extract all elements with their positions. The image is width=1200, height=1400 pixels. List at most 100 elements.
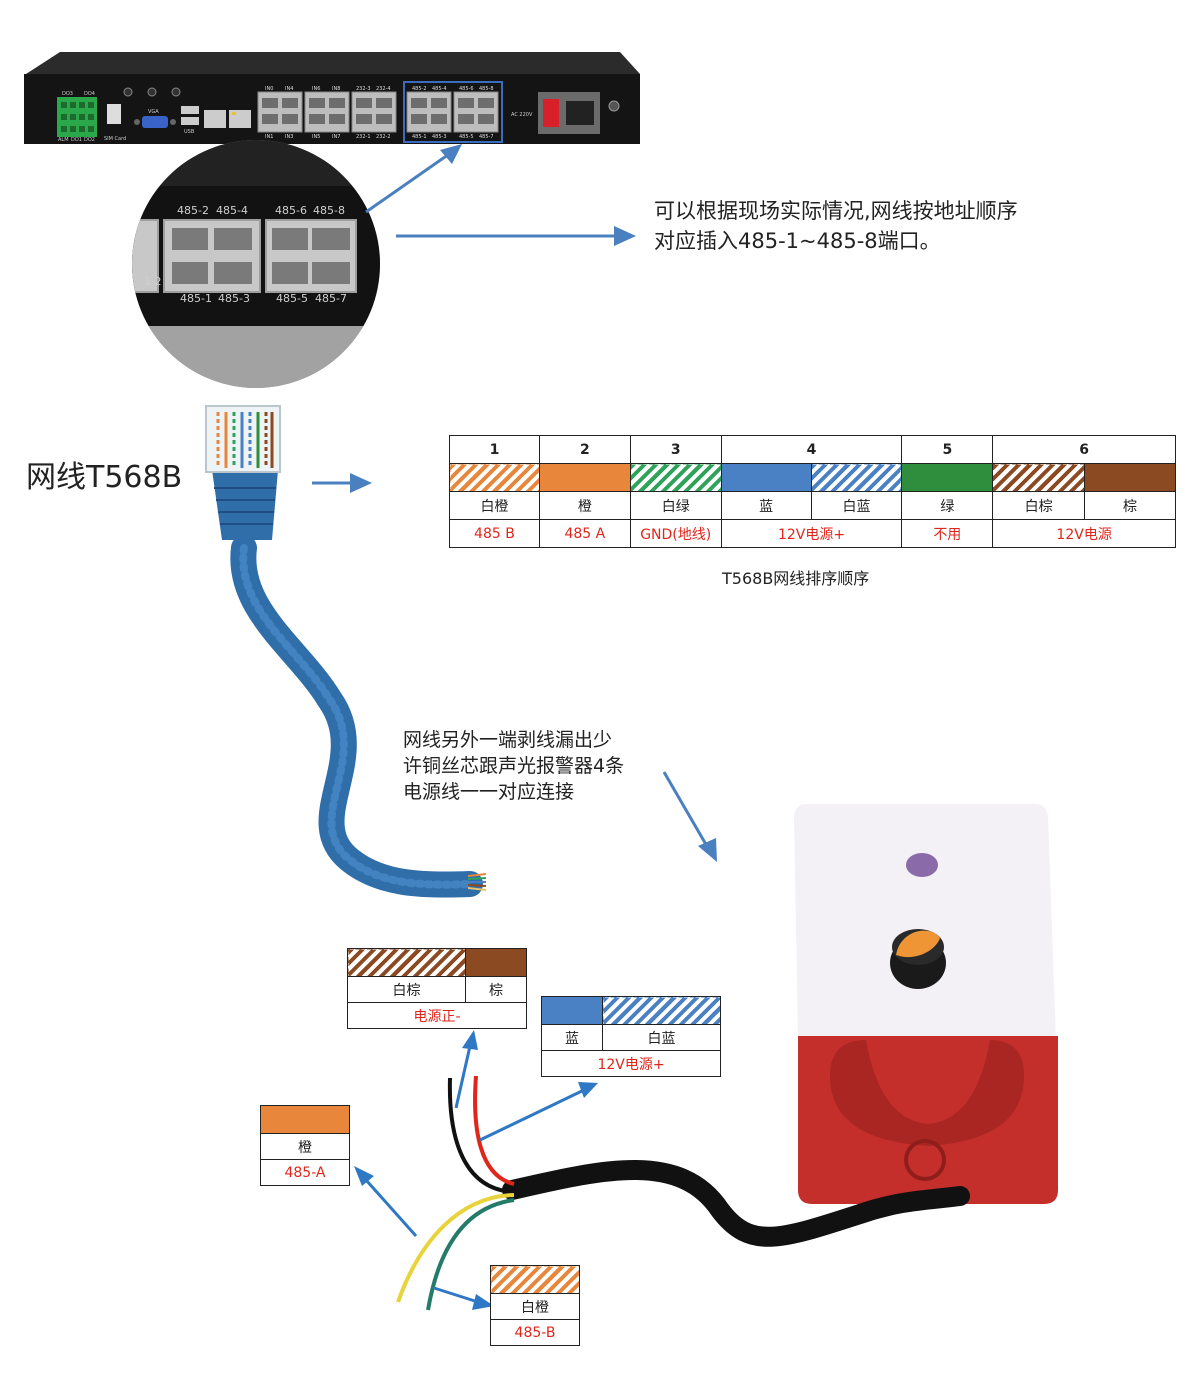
instruction-line-1: 可以根据现场实际情况,网线按地址顺序 (654, 199, 1018, 223)
cable-label: 网线T568B (26, 460, 183, 495)
t568b-table: 1 2 3 4 5 6 白橙 橙 白绿 蓝 白蓝 绿 白棕 棕 485 B 48… (449, 435, 1176, 548)
swatch-white-blue (602, 996, 721, 1025)
device-label: DO1 (71, 137, 82, 143)
zoom-port-label: 485-5 (276, 292, 308, 305)
wire-function: 485-B (490, 1319, 580, 1346)
wire-box-white-orange: 白橙 485-B (490, 1265, 580, 1346)
wire-box-blue: 蓝 白蓝 12V电源+ (541, 996, 721, 1077)
port-label: IN6 (312, 86, 320, 92)
pair-header: 2 (538, 435, 631, 464)
color-name: 绿 (901, 491, 994, 520)
port-label: IN7 (332, 134, 340, 140)
swatch-green (901, 463, 994, 492)
zoom-port-label: 485-7 (315, 292, 347, 305)
color-name: 白蓝 (810, 491, 903, 520)
swatch-orange (538, 463, 631, 492)
device-label: VGA (148, 109, 159, 115)
pair-header: 4 (720, 435, 903, 464)
swatch-white-blue (810, 463, 903, 492)
zoom-side-label: 1 2 (144, 275, 162, 288)
swatch-white-brown (347, 948, 466, 977)
zoom-port-label: 485-4 (216, 204, 248, 217)
pin-function: 12V电源+ (720, 519, 903, 548)
port-label: 485-4 (432, 86, 447, 92)
device-label: DO2 (84, 137, 95, 143)
wire-function: 电源正- (347, 1002, 527, 1029)
swatch-white-brown (992, 463, 1086, 492)
color-name: 白棕 (992, 491, 1086, 520)
zoom-port-label: 485-8 (313, 204, 345, 217)
color-name: 白棕 (347, 976, 466, 1003)
port-label: 485-8 (479, 86, 494, 92)
swatch-orange (260, 1105, 350, 1134)
port-label: IN8 (332, 86, 340, 92)
wire-function: 485-A (260, 1159, 350, 1186)
port-label: IN5 (312, 134, 320, 140)
zoom-port-label: 485-6 (275, 204, 307, 217)
instruction-text: 可以根据现场实际情况,网线按地址顺序 对应插入485-1~485-8端口。 (654, 196, 1154, 256)
port-label: IN4 (285, 86, 293, 92)
pin-function: 不用 (901, 519, 994, 548)
note-line-2: 许铜丝芯跟声光报警器4条 (403, 755, 625, 777)
color-name: 白橙 (490, 1293, 580, 1320)
port-label: IN3 (285, 134, 293, 140)
swatch-white-orange (449, 463, 540, 492)
note-line-1: 网线另外一端剥线漏出少 (403, 729, 613, 751)
zoom-port-label: 485-1 (180, 292, 212, 305)
zoom-port-label: 485-3 (218, 292, 250, 305)
swatch-blue (720, 463, 812, 492)
port-label: 232-3 (356, 86, 371, 92)
zoom-circle (132, 140, 380, 388)
port-label: IN1 (265, 134, 273, 140)
port-label: 485-1 (412, 134, 427, 140)
swatch-brown (1084, 463, 1176, 492)
note-line-3: 电源线一一对应连接 (403, 781, 575, 803)
color-name: 棕 (464, 976, 528, 1003)
port-label: 485-5 (459, 134, 474, 140)
wire-box-brown: 白棕 棕 电源正- (347, 948, 528, 1029)
pin-function: 12V电源 (992, 519, 1176, 548)
port-label: 485-7 (479, 134, 494, 140)
instruction-line-2: 对应插入485-1~485-8端口。 (654, 229, 941, 253)
swatch-blue (541, 996, 603, 1025)
swatch-white-green (629, 463, 722, 492)
network-cable (205, 405, 487, 898)
color-name: 蓝 (541, 1024, 603, 1051)
device-label: DO3 (62, 91, 73, 97)
device-label: SIM Card (104, 136, 126, 142)
alarm-and-wires (354, 771, 1058, 1311)
port-label: 232-4 (376, 86, 391, 92)
pair-header: 3 (629, 435, 722, 464)
zoom-port-label: 485-2 (177, 204, 209, 217)
color-name: 白蓝 (602, 1024, 721, 1051)
table-caption: T568B网线排序顺序 (722, 569, 870, 588)
device-front-panel: DO3 DO4 ALM DO1 DO2 SIM Card VGA USB IN0 (24, 52, 640, 388)
swatch-white-orange (490, 1265, 580, 1294)
note-text: 网线另外一端剥线漏出少 许铜丝芯跟声光报警器4条 电源线一一对应连接 (403, 727, 703, 805)
device-label: USB (184, 129, 195, 135)
color-name: 橙 (260, 1133, 350, 1160)
swatch-brown (464, 948, 528, 977)
port-label: 232-2 (376, 134, 391, 140)
pair-header: 1 (449, 435, 540, 464)
device-label: AC 220V (511, 112, 533, 118)
port-label: IN0 (265, 86, 273, 92)
color-name: 白橙 (449, 491, 540, 520)
port-label: 485-2 (412, 86, 427, 92)
color-name: 白绿 (629, 491, 722, 520)
port-label: 485-3 (432, 134, 447, 140)
device-label: ALM (58, 137, 69, 143)
pin-function: GND(地线) (629, 519, 722, 548)
port-label: 232-1 (356, 134, 371, 140)
pair-header: 6 (992, 435, 1176, 464)
color-name: 蓝 (720, 491, 812, 520)
port-label: 485-6 (459, 86, 474, 92)
pin-function: 485 A (538, 519, 631, 548)
wire-function: 12V电源+ (541, 1050, 721, 1077)
wire-box-orange: 橙 485-A (260, 1105, 350, 1186)
device-label: DO4 (84, 91, 95, 97)
color-name: 橙 (538, 491, 631, 520)
pair-header: 5 (901, 435, 994, 464)
pin-function: 485 B (449, 519, 540, 548)
color-name: 棕 (1084, 491, 1176, 520)
